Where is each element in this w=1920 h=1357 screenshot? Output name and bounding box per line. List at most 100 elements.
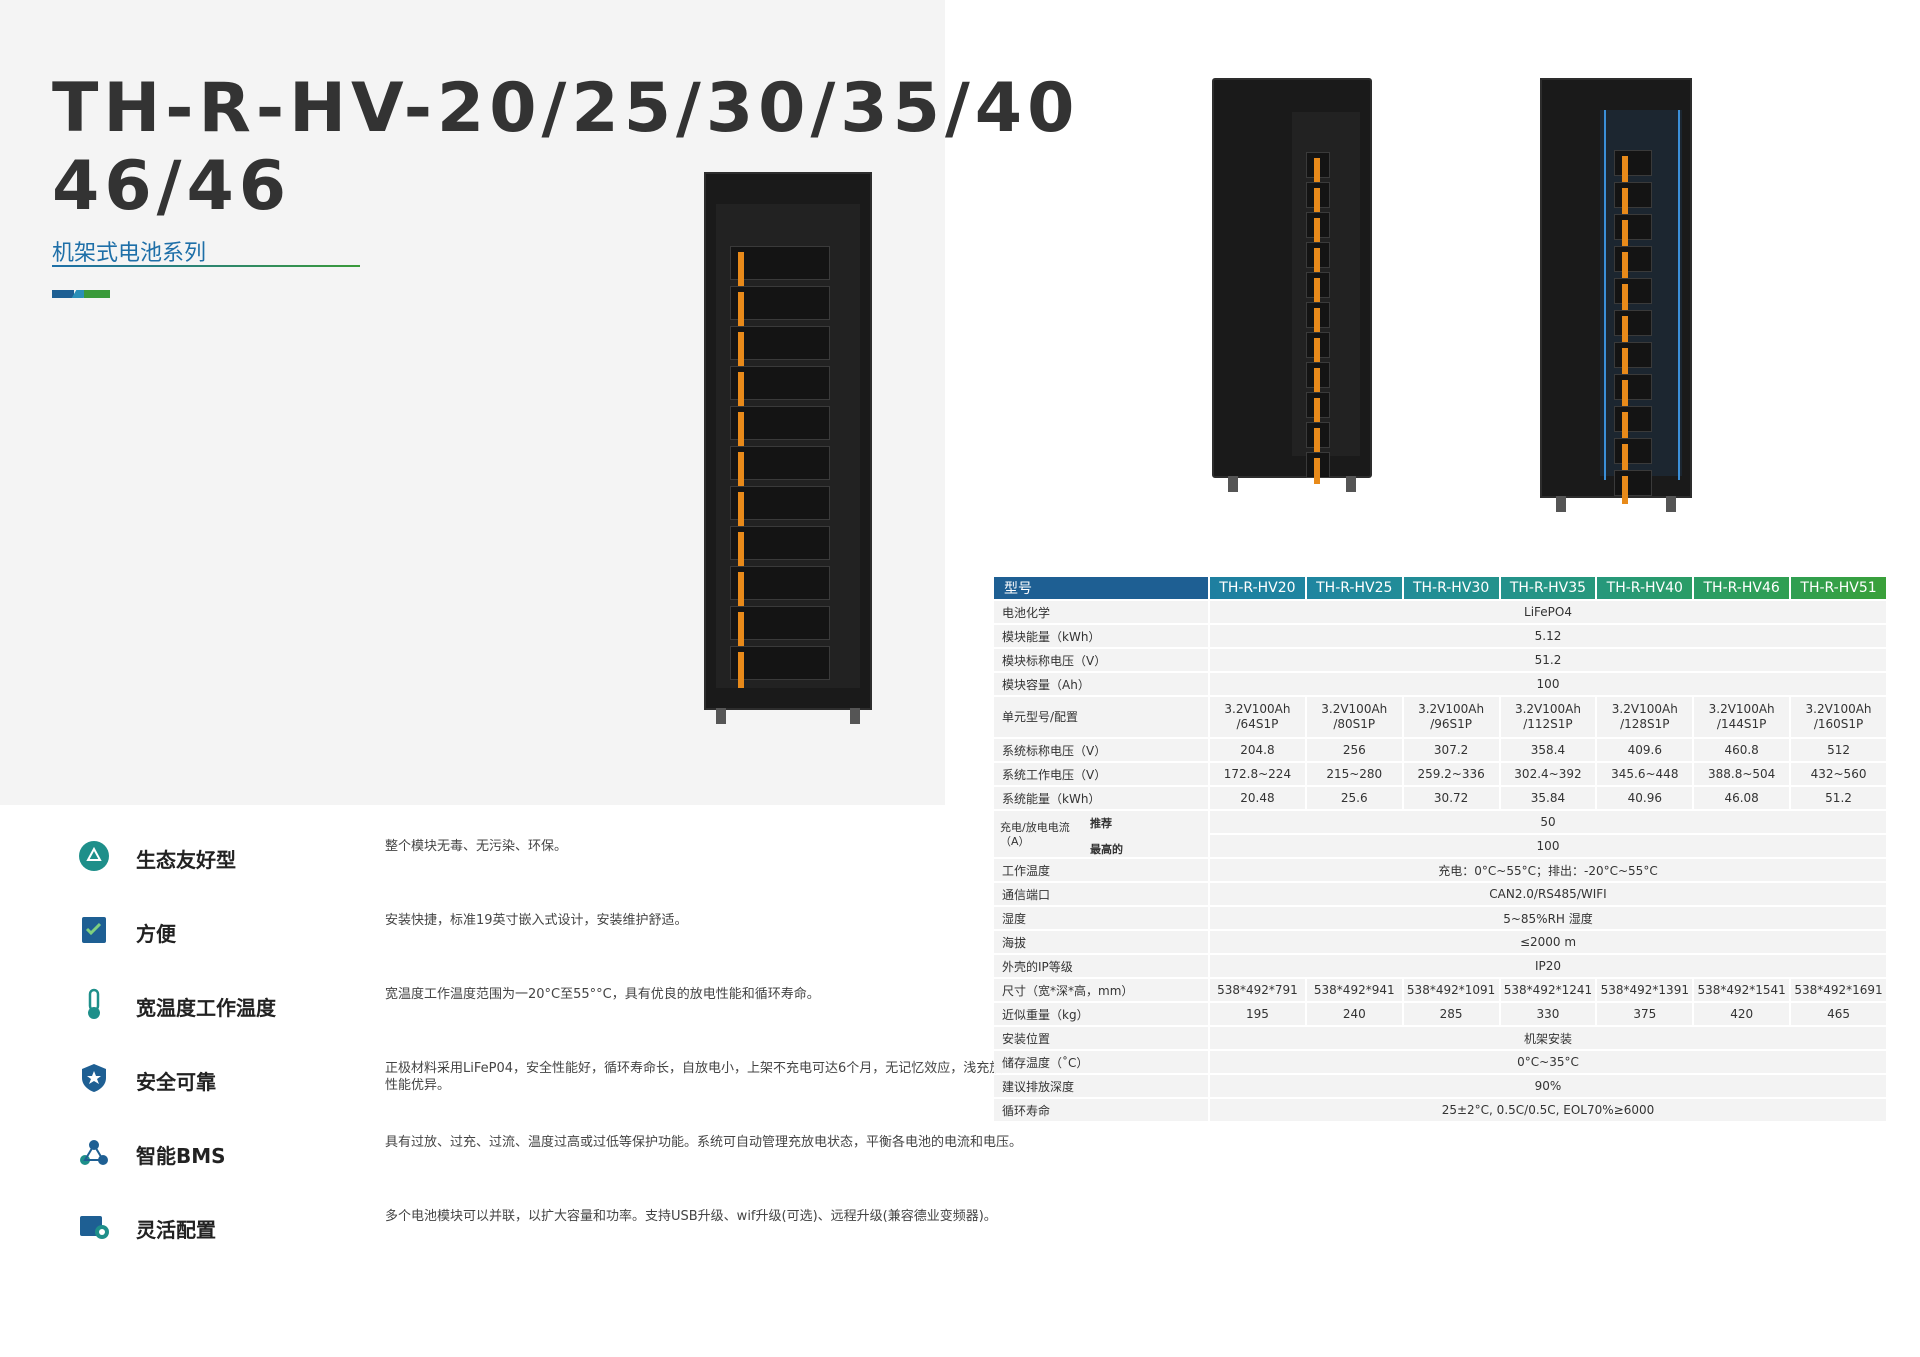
feature-item: 宽温度工作温度宽温度工作温度范围为一20°C至55°°C，具有优良的放电性能和循… xyxy=(70,987,960,1048)
row-value: 330 xyxy=(1500,1003,1596,1025)
row-value: 538*492*791 xyxy=(1210,979,1305,1001)
orange-cable xyxy=(738,452,744,488)
thermometer-icon xyxy=(88,988,100,1019)
row-value: 3.2V100Ah/160S1P xyxy=(1791,697,1886,737)
orange-cable xyxy=(1314,278,1320,304)
table-row: 模块标称电压（V）51.2 xyxy=(994,649,1886,671)
row-label: 建议排放深度 xyxy=(994,1075,1208,1097)
row-label: 单元型号/配置 xyxy=(994,697,1208,737)
feature-name: 灵活配置 xyxy=(136,1218,216,1242)
header-model-th-r-hv30: TH-R-HV30 xyxy=(1403,577,1499,599)
row-value: 460.8 xyxy=(1694,739,1790,761)
orange-cable xyxy=(1622,380,1628,408)
rack-cabinet-front-image xyxy=(704,172,872,724)
feature-item: 生态友好型整个模块无毒、无污染、环保。 xyxy=(70,839,960,900)
row-value: 538*492*1541 xyxy=(1694,979,1790,1001)
row-value: 538*492*1241 xyxy=(1500,979,1596,1001)
battery-module xyxy=(730,286,830,320)
checklist-icon xyxy=(82,917,106,943)
row-label: 通信端口 xyxy=(994,883,1208,905)
orange-cable xyxy=(738,652,744,688)
row-label: 系统能量（kWh） xyxy=(994,787,1208,809)
row-value: 25±2°C, 0.5C/0.5C, EOL70%≥6000 xyxy=(1210,1099,1886,1121)
orange-cable xyxy=(1314,398,1320,424)
series-subtitle: 机架式电池系列 xyxy=(52,241,207,266)
orange-cable xyxy=(1314,338,1320,364)
table-row: 海拔≤2000 m xyxy=(994,931,1886,953)
feature-name: 生态友好型 xyxy=(136,848,236,872)
row-label: 工作温度 xyxy=(994,859,1208,881)
row-value: 285 xyxy=(1403,1003,1499,1025)
orange-cable xyxy=(738,572,744,608)
battery-module xyxy=(730,646,830,680)
table-row: 储存温度（˚C）0°C~35°C xyxy=(994,1051,1886,1073)
row-label: 系统工作电压（V） xyxy=(994,763,1208,785)
row-value: 538*492*1091 xyxy=(1403,979,1499,1001)
row-value: 204.8 xyxy=(1210,739,1305,761)
row-value: 256 xyxy=(1306,739,1402,761)
orange-cable xyxy=(1314,158,1320,184)
feature-name: 方便 xyxy=(136,922,176,946)
orange-cable xyxy=(1622,156,1628,184)
battery-module xyxy=(1614,374,1652,400)
row-value: 3.2V100Ah/112S1P xyxy=(1500,697,1596,737)
rack-cabinet-glass-door-image xyxy=(1540,78,1692,512)
battery-module xyxy=(1614,342,1652,368)
table-row: 模块能量（kWh）5.12 xyxy=(994,625,1886,647)
row-value: 30.72 xyxy=(1403,787,1499,809)
table-row: 100 xyxy=(994,835,1886,857)
row-value: 机架安装 xyxy=(1210,1027,1886,1049)
row-value: 195 xyxy=(1210,1003,1305,1025)
row-value: 20.48 xyxy=(1210,787,1305,809)
battery-module xyxy=(1614,278,1652,304)
orange-cable xyxy=(738,252,744,288)
header-model-th-r-hv40: TH-R-HV40 xyxy=(1597,577,1693,599)
row-value: 5.12 xyxy=(1210,625,1886,647)
feature-description: 具有过放、过充、过流、温度过高或过低等保护功能。系统可自动管理充放电状态，平衡各… xyxy=(385,1135,1023,1150)
row-label: 安装位置 xyxy=(994,1027,1208,1049)
battery-module xyxy=(1614,438,1652,464)
battery-module xyxy=(730,366,830,400)
orange-cable xyxy=(738,292,744,328)
max-label: 最高的 xyxy=(1090,843,1123,856)
row-value: 35.84 xyxy=(1500,787,1596,809)
feature-name: 智能BMS xyxy=(136,1144,226,1168)
recycle-icon xyxy=(79,841,109,871)
row-value: CAN2.0/RS485/WIFI xyxy=(1210,883,1886,905)
orange-cable xyxy=(1622,316,1628,344)
feature-description: 安装快捷，标准19英寸嵌入式设计，安装维护舒适。 xyxy=(385,913,688,928)
row-value: 432~560 xyxy=(1791,763,1886,785)
battery-module xyxy=(730,406,830,440)
battery-module xyxy=(730,486,830,520)
feature-name: 安全可靠 xyxy=(136,1070,216,1094)
row-label: 湿度 xyxy=(994,907,1208,929)
row-value: 充电：0°C~55°C；排出：-20°C~55°C xyxy=(1210,859,1886,881)
row-value: 3.2V100Ah/128S1P xyxy=(1597,697,1693,737)
battery-module xyxy=(1614,406,1652,432)
row-value: 307.2 xyxy=(1403,739,1499,761)
accent-bar xyxy=(52,290,110,298)
row-label: 模块能量（kWh） xyxy=(994,625,1208,647)
orange-cable xyxy=(1314,248,1320,274)
row-value: 465 xyxy=(1791,1003,1886,1025)
orange-cable xyxy=(1622,284,1628,312)
table-row: 工作温度充电：0°C~55°C；排出：-20°C~55°C xyxy=(994,859,1886,881)
feature-description: 多个电池模块可以并联，以扩大容量和功率。支持USB升级、wif升级(可选)、远程… xyxy=(385,1209,997,1224)
title-line-1: TH-R-HV-20/25/30/35/40 xyxy=(52,69,1080,148)
row-label: 外壳的IP等级 xyxy=(994,955,1208,977)
row-value: 51.2 xyxy=(1210,649,1886,671)
feature-name: 宽温度工作温度 xyxy=(136,996,276,1020)
row-label: 储存温度（˚C） xyxy=(994,1051,1208,1073)
orange-cable xyxy=(1622,348,1628,376)
orange-cable xyxy=(1622,476,1628,504)
row-value: 538*492*941 xyxy=(1306,979,1402,1001)
row-label: 系统标称电压（V） xyxy=(994,739,1208,761)
battery-module xyxy=(1614,150,1652,176)
row-value: 3.2V100Ah/64S1P xyxy=(1210,697,1305,737)
row-value: 420 xyxy=(1694,1003,1790,1025)
subtitle-underline xyxy=(52,265,360,267)
